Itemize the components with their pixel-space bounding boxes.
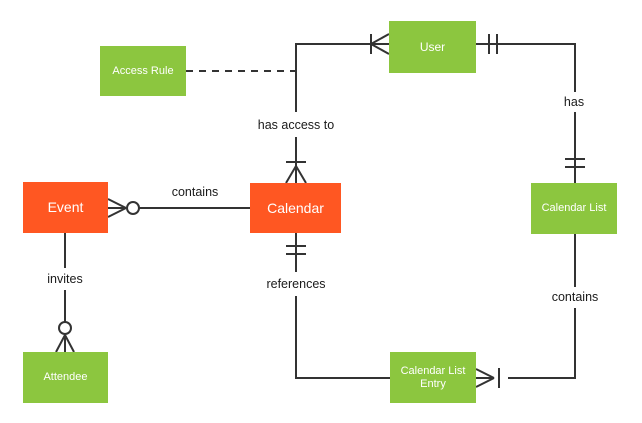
entity-attendee-label: Attendee <box>43 371 88 384</box>
cardinality-crowsfoot-event-right <box>107 198 127 218</box>
cardinality-crowsfoot-user-left <box>370 33 390 55</box>
cardinality-crowsfoot-cle-right <box>475 368 495 388</box>
entity-attendee[interactable]: Attendee <box>23 352 108 403</box>
cardinality-circle-attendee-top <box>58 321 72 335</box>
entity-user[interactable]: User <box>389 21 476 73</box>
entity-calendar-list-entry[interactable]: Calendar List Entry <box>390 352 476 403</box>
relationship-label-contains-event-calendar: contains <box>171 185 219 199</box>
connector-calendar-list-contains-lower <box>508 308 576 379</box>
entity-access-rule[interactable]: Access Rule <box>100 46 186 96</box>
cardinality-circle-event-right <box>126 201 140 215</box>
relationship-label-contains-list-entry: contains <box>551 290 599 304</box>
cardinality-crowsfoot-calendar-top <box>285 165 307 184</box>
entity-calendar[interactable]: Calendar <box>250 183 341 233</box>
connector-user-has-calendar-list-upper <box>476 43 576 92</box>
entity-user-label: User <box>419 39 446 54</box>
entity-event[interactable]: Event <box>23 182 108 233</box>
entity-access-rule-label: Access Rule <box>112 64 174 77</box>
entity-calendar-list[interactable]: Calendar List <box>531 183 617 234</box>
connector-user-has-access-to-calendar <box>295 43 389 112</box>
cardinality-crowsfoot-attendee-top <box>55 334 75 353</box>
relationship-label-references: references <box>266 277 326 291</box>
relationship-label-has: has <box>563 95 585 109</box>
relationship-label-invites: invites <box>47 272 83 286</box>
entity-event-label: Event <box>47 199 84 216</box>
entity-calendar-label: Calendar <box>267 199 324 216</box>
entity-calendar-list-label: Calendar List <box>541 202 607 215</box>
relationship-label-has-access-to: has access to <box>257 118 335 132</box>
connector-calendar-references-lower <box>295 296 390 379</box>
entity-calendar-list-entry-label: Calendar List Entry <box>400 364 466 390</box>
